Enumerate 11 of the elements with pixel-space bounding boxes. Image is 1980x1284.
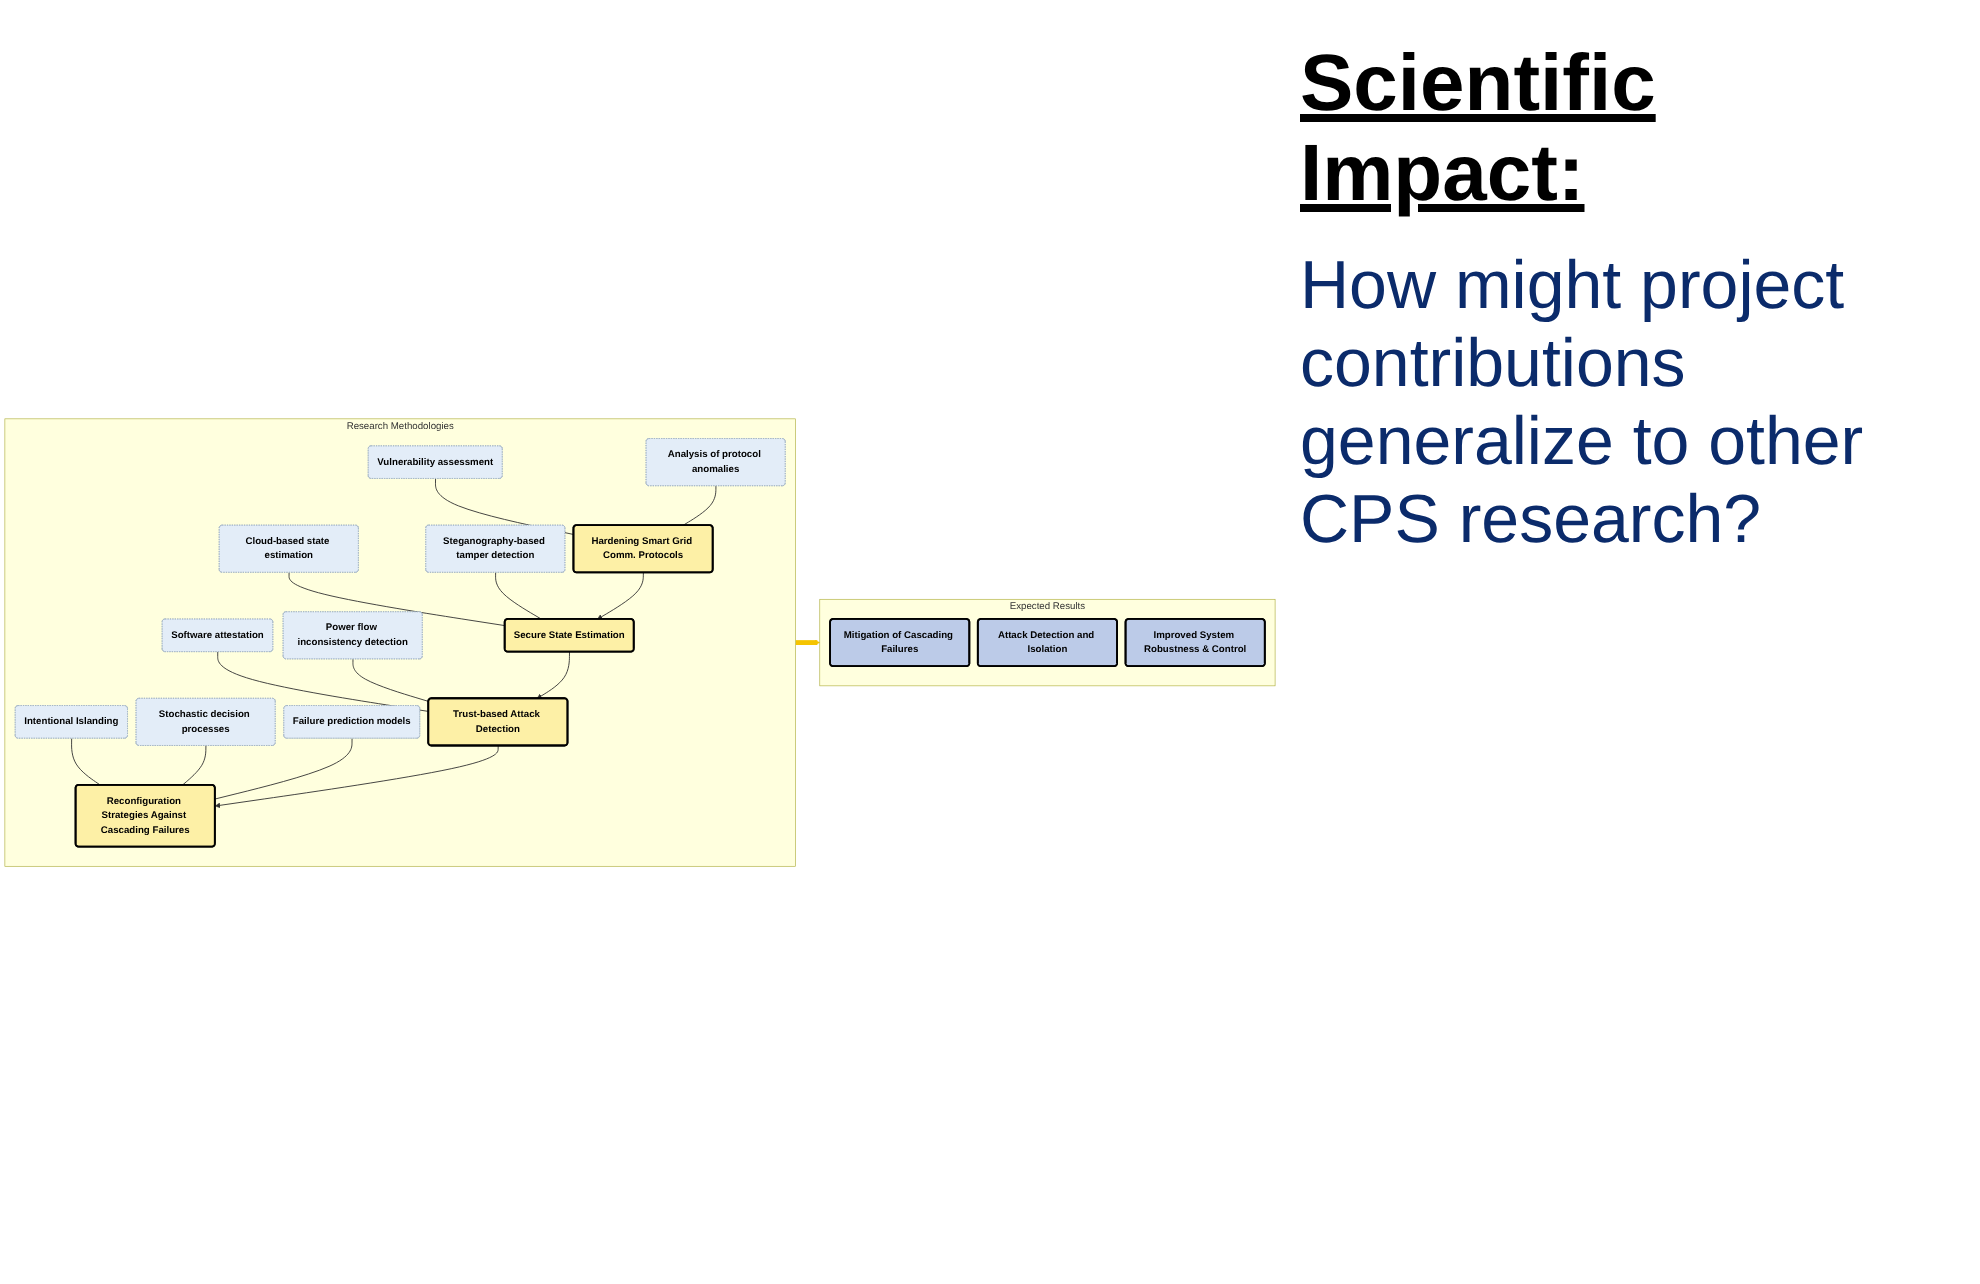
connector (288, 571, 506, 626)
connector (217, 650, 429, 712)
connector (181, 744, 207, 786)
connector (682, 485, 717, 526)
connector (495, 571, 543, 620)
question-text: How might project contributions generalize to other CPS research? (1300, 248, 1866, 561)
connector (214, 737, 353, 799)
connector (352, 658, 429, 702)
arrow (795, 639, 821, 645)
connector (71, 737, 101, 786)
heading: Scientific Impact: (1300, 40, 1658, 220)
